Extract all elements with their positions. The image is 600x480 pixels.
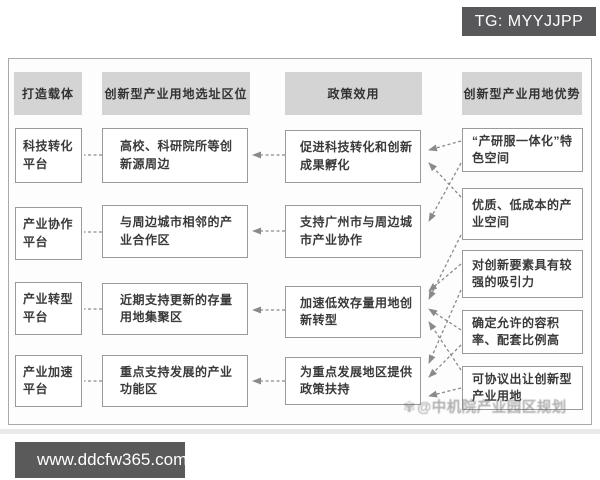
advantage-box: 优质、低成本的产业空间 <box>462 188 583 240</box>
watermark: ✾@中机院产业园区规划 <box>403 396 598 417</box>
advantage-label: 可协议出让创新型产业用地 <box>472 371 573 403</box>
website-badge: www.ddcfw365.com <box>15 442 187 478</box>
advantage-label: 优质、低成本的产业空间 <box>472 197 573 229</box>
advantage-box: 确定允许的容积率、配套比例高 <box>462 310 583 354</box>
location-label: 近期支持更新的存量用地集聚区 <box>120 292 233 324</box>
policy-effect-label: 加速低效存量用地创新转型 <box>300 295 413 327</box>
advantage-box: 对创新要素具有较强的吸引力 <box>462 250 583 298</box>
header-policy-effect: 政策效用 <box>285 72 422 115</box>
advantage-label: 确定允许的容积率、配套比例高 <box>472 315 560 347</box>
location-box: 近期支持更新的存量用地集聚区 <box>102 283 248 335</box>
advantage-label: 对创新要素具有较强的吸引力 <box>472 257 573 289</box>
frame-shadow-strip <box>0 429 600 434</box>
carrier-box: 产业协作平台 <box>15 207 82 260</box>
location-box: 高校、科研院所等创新源周边 <box>102 128 248 183</box>
header-carriers: 打造载体 <box>14 72 82 115</box>
advantage-box: “产研服一体化”特色空间 <box>462 128 583 172</box>
policy-effect-label: 为重点发展地区提供政策扶持 <box>300 364 413 396</box>
policy-effect-box: 加速低效存量用地创新转型 <box>285 286 421 338</box>
carrier-box: 产业转型平台 <box>15 282 82 335</box>
location-box: 与周边城市相邻的产业合作区 <box>102 205 248 258</box>
location-label: 高校、科研院所等创新源周边 <box>120 139 233 171</box>
advantage-box: 可协议出让创新型产业用地 <box>462 366 583 410</box>
location-box: 重点支持发展的产业功能区 <box>102 355 248 407</box>
location-label: 与周边城市相邻的产业合作区 <box>120 215 233 247</box>
carrier-label: 产业加速平台 <box>23 364 74 396</box>
carrier-box: 科技转化平台 <box>15 128 82 183</box>
policy-effect-box: 促进科技转化和创新成果孵化 <box>285 130 421 183</box>
policy-effect-box: 为重点发展地区提供政策扶持 <box>285 357 421 405</box>
location-label: 重点支持发展的产业功能区 <box>120 364 233 396</box>
policy-effect-box: 支持广州市与周边城市产业协作 <box>285 205 421 258</box>
carrier-label: 产业协作平台 <box>23 217 74 249</box>
policy-effect-label: 支持广州市与周边城市产业协作 <box>300 215 413 247</box>
advantage-label: “产研服一体化”特色空间 <box>472 133 573 165</box>
header-site-selection: 创新型产业用地选址区位 <box>102 72 250 115</box>
header-land-advantages: 创新型产业用地优势 <box>462 72 582 115</box>
watermark-text: @中机院产业园区规划 <box>417 400 567 416</box>
carrier-label: 产业转型平台 <box>23 292 74 324</box>
carrier-box: 产业加速平台 <box>15 355 82 407</box>
tg-channel-badge: TG: MYYJJPP <box>462 7 596 36</box>
policy-effect-label: 促进科技转化和创新成果孵化 <box>300 140 413 172</box>
carrier-label: 科技转化平台 <box>23 139 74 171</box>
watermark-logo-icon: ✾ <box>403 399 417 416</box>
